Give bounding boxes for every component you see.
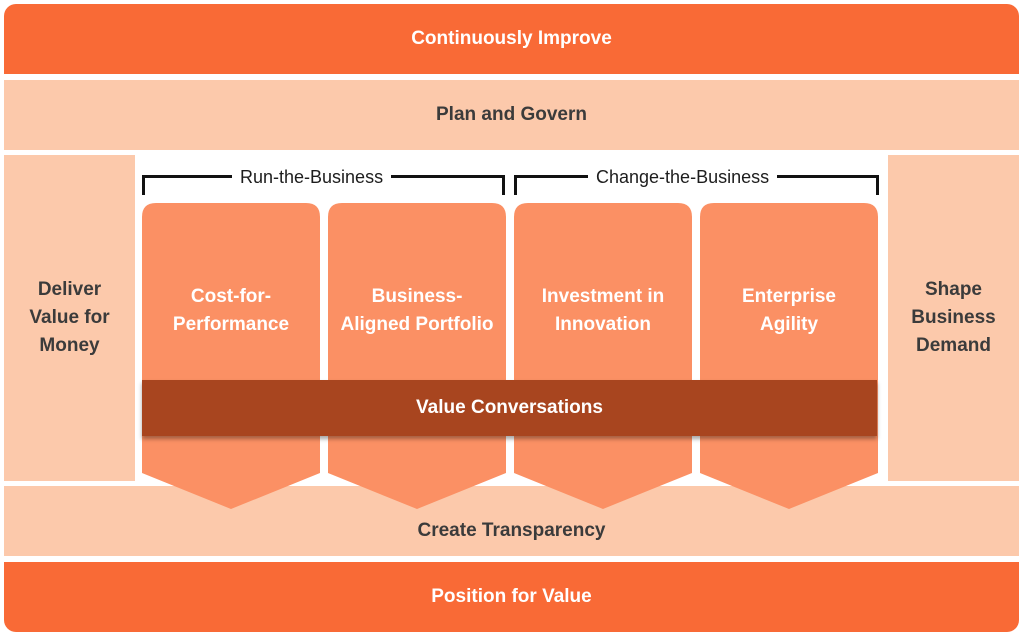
business-aligned-portfolio-line1: Business- (371, 286, 463, 307)
run-the-business-label: Run-the-Business (232, 165, 392, 189)
enterprise-agility-line1: Enterprise (742, 286, 836, 307)
investment-in-innovation-line1: Investment in (541, 286, 665, 307)
business-aligned-portfolio-label: Business- Aligned Portfolio (328, 283, 506, 339)
create-transparency-label: Create Transparency (417, 520, 606, 541)
column-chevron-shape (328, 203, 506, 509)
position-for-value-band: Position for Value (4, 562, 1019, 632)
plan-and-govern-label: Plan and Govern (436, 104, 587, 125)
cost-for-performance-label: Cost-for- Performance (142, 283, 320, 339)
cost-for-performance-column: Cost-for- Performance (142, 203, 320, 509)
continuously-improve-label: Continuously Improve (411, 28, 612, 49)
create-transparency-band: Create Transparency (4, 486, 1019, 556)
business-aligned-portfolio-column: Business- Aligned Portfolio (328, 203, 506, 509)
change-the-business-label: Change-the-Business (588, 165, 778, 189)
deliver-value-column: Deliver Value for Money (4, 155, 135, 481)
shape-demand-text: Shape Business Demand (911, 279, 996, 356)
column-chevron-shape (700, 203, 878, 509)
shape-demand-column: Shape Business Demand (888, 155, 1019, 481)
position-for-value-label: Position for Value (431, 586, 592, 607)
deliver-value-label: Deliver Value for Money (20, 276, 120, 360)
deliver-value-text: Deliver Value for Money (29, 279, 110, 356)
business-aligned-portfolio-line2: Aligned Portfolio (340, 314, 494, 335)
column-chevron-shape (514, 203, 692, 509)
investment-in-innovation-line2: Innovation (554, 314, 652, 335)
column-chevron-shape (142, 203, 320, 509)
value-conversations-bar: Value Conversations (142, 380, 877, 436)
cost-for-performance-line2: Performance (172, 314, 290, 335)
enterprise-agility-label: Enterprise Agility (700, 283, 878, 339)
investment-in-innovation-column: Investment in Innovation (514, 203, 692, 509)
value-conversations-label: Value Conversations (416, 397, 603, 418)
enterprise-agility-line2: Agility (759, 314, 819, 335)
cost-for-performance-line1: Cost-for- (190, 286, 272, 307)
continuously-improve-band: Continuously Improve (4, 4, 1019, 74)
investment-in-innovation-label: Investment in Innovation (514, 283, 692, 339)
enterprise-agility-column: Enterprise Agility (700, 203, 878, 509)
plan-and-govern-band: Plan and Govern (4, 80, 1019, 150)
